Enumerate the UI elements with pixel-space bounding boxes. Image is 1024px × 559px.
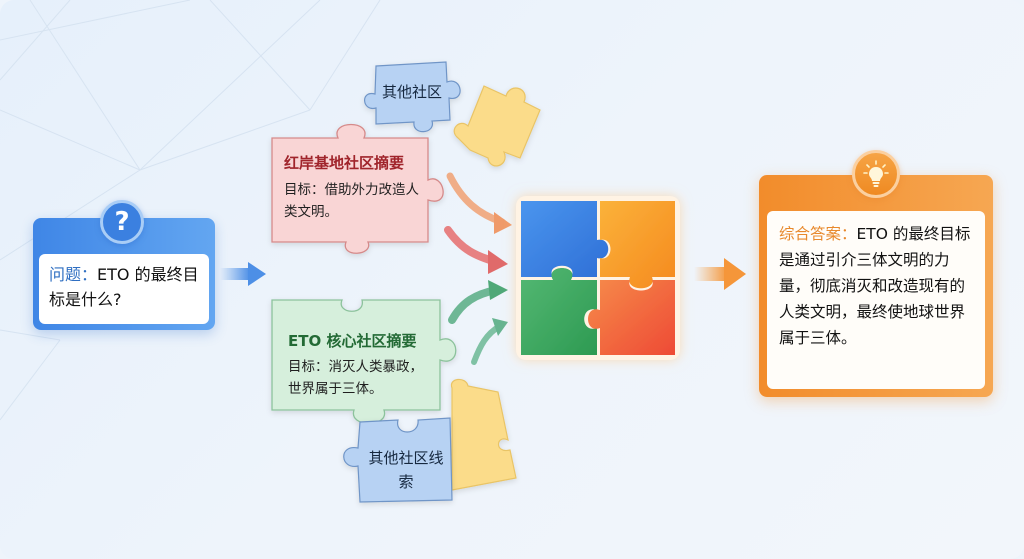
other-community-piece-bottom (343, 417, 453, 503)
answer-card: 综合答案：ETO 的最终目标是通过引介三体文明的力量，彻底消灭和改造现有的人类文… (759, 175, 993, 397)
yellow-piece-top (453, 85, 541, 167)
other-community-label-top: 其他社区 (381, 83, 442, 101)
question-label: 问题： (49, 265, 98, 284)
red-base-body: 目标：借助外力改造人类文明。 (284, 182, 419, 220)
red-base-title: 红岸基地社区摘要 (284, 154, 405, 172)
answer-arrow (694, 258, 746, 290)
other-community-piece-top (364, 61, 461, 133)
answer-label: 综合答案： (779, 225, 857, 243)
other-community-label-bottom: 其他社区线索 (368, 449, 444, 491)
yellow-piece-bottom (450, 378, 517, 491)
red-base-summary: 红岸基地社区摘要 目标：借助外力改造人类文明。 (284, 152, 424, 223)
answer-text: ETO 的最终目标是通过引介三体文明的力量，彻底消灭和改造现有的人类文明，最终使… (779, 225, 971, 347)
green-arrows (448, 280, 508, 365)
lightbulb-glyph (863, 160, 889, 187)
question-text: ETO 的最终目标是什么? (49, 265, 199, 309)
assembled-puzzle (516, 196, 680, 360)
red-arrows (444, 172, 512, 274)
eto-core-title: ETO 核心社区摘要 (288, 332, 417, 350)
answer-text-box: 综合答案：ETO 的最终目标是通过引介三体文明的力量，彻底消灭和改造现有的人类文… (767, 211, 985, 389)
lightbulb-icon (852, 150, 900, 198)
question-mark-icon: ? (100, 200, 144, 244)
eto-core-body: 目标：消灭人类暴政，世界属于三体。 (288, 359, 423, 397)
red-base-piece (271, 123, 444, 254)
eto-core-summary: ETO 核心社区摘要 目标：消灭人类暴政，世界属于三体。 (288, 330, 436, 400)
question-arrow (220, 262, 266, 286)
question-text-box: 问题：ETO 的最终目标是什么? (39, 254, 209, 324)
